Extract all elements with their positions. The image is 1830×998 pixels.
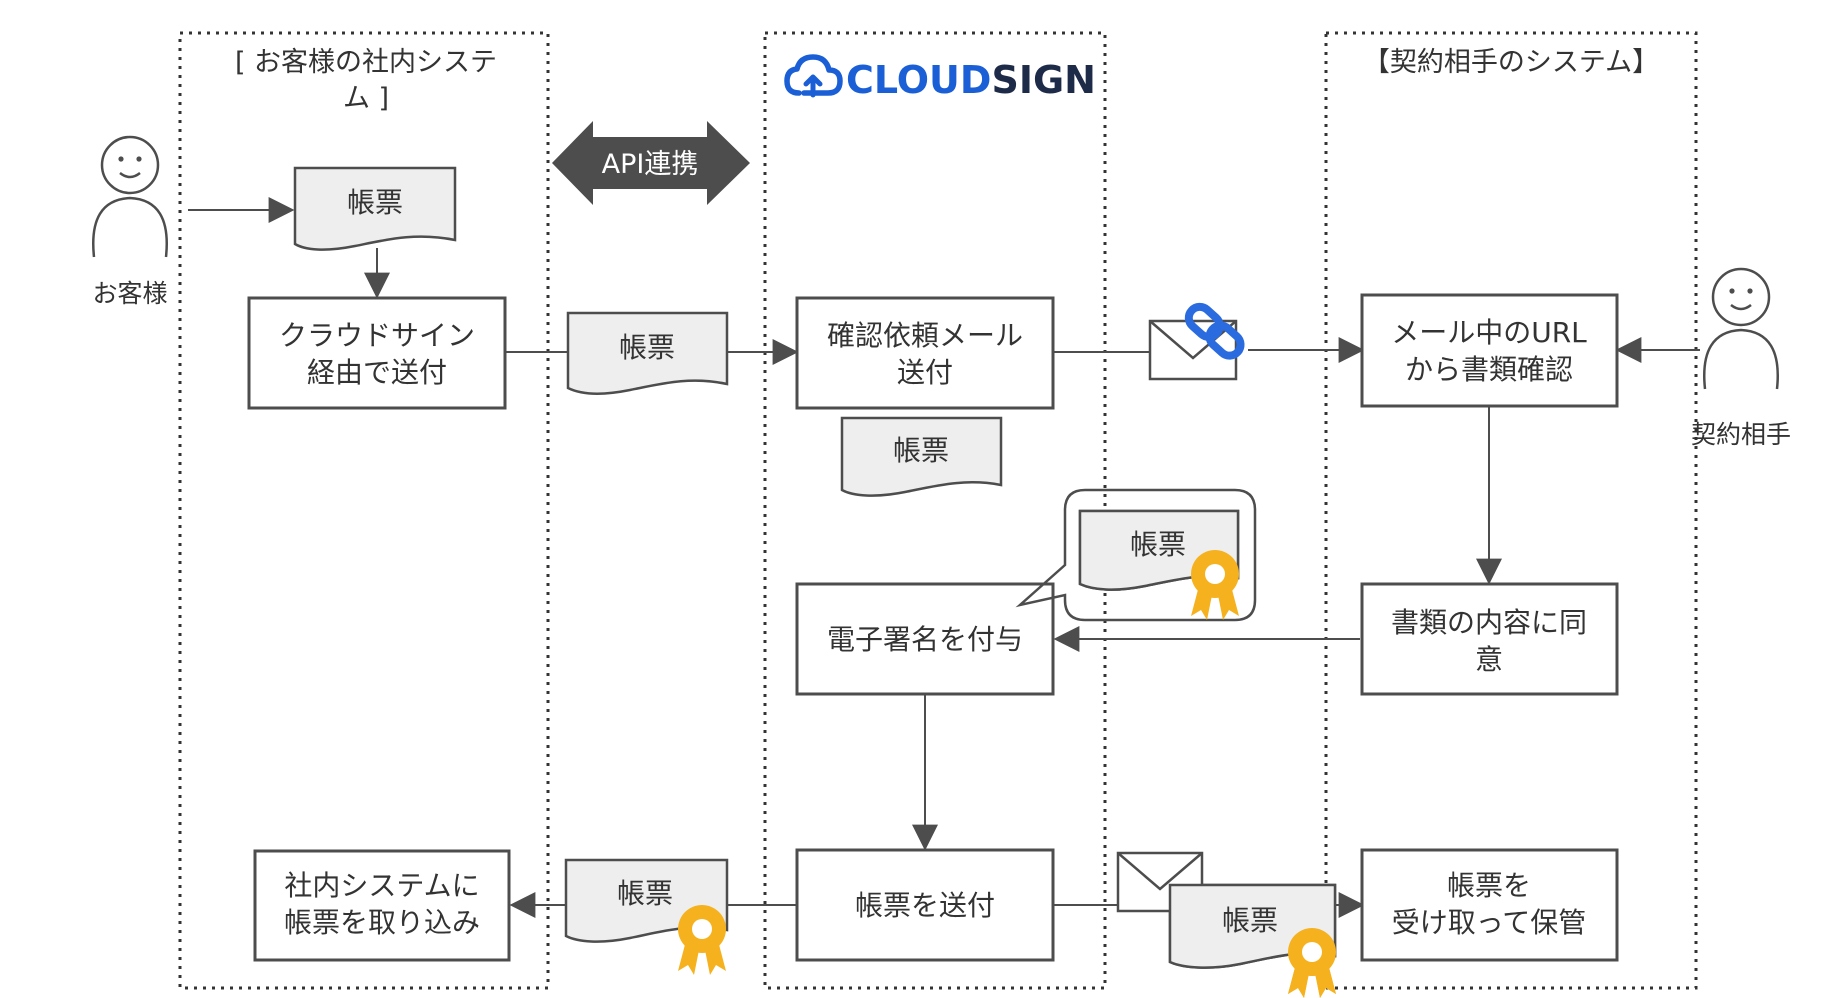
logo-text: CLOUDSIGN — [846, 58, 1096, 102]
box-agree-content — [1360, 582, 1619, 696]
link-chain-icon — [1184, 302, 1245, 360]
send-via-line2: 経由で送付 — [307, 356, 447, 389]
box-import-system — [253, 849, 511, 962]
doc-confirm-label: 帳票 — [893, 434, 949, 467]
send-doc-label: 帳票を送付 — [855, 889, 995, 922]
doc-signed-receive-label-front: 帳票 — [1222, 904, 1278, 937]
box-send-via-cloudsign — [247, 296, 507, 410]
cloud-icon — [784, 54, 843, 98]
receive-line2: 受け取って保管 — [1392, 906, 1587, 939]
doc-send — [566, 311, 729, 395]
doc-send-label: 帳票 — [619, 331, 675, 364]
import-line2: 帳票を取り込み — [284, 906, 480, 939]
lane-partner-system — [1324, 31, 1698, 990]
doc-customer — [293, 166, 457, 251]
lane-title-customer-line1: [ お客様の社内システ — [235, 47, 497, 78]
confirm-mail-line2: 送付 — [897, 356, 953, 389]
doc-signed-import-label: 帳票 — [617, 877, 673, 910]
cloudsign-logo: CLOUDSIGN — [784, 54, 1096, 102]
connectors — [188, 197, 1700, 918]
partner-label: 契約相手 — [1691, 420, 1791, 449]
logo-sign: SIGN — [991, 58, 1096, 102]
logo-cloud: CLOUD — [846, 58, 991, 102]
api-label: API連携 — [602, 149, 699, 180]
box-esign — [795, 582, 1055, 696]
signed-doc-bubble — [1015, 488, 1257, 622]
box-receive-store — [1360, 848, 1619, 962]
doc-confirm — [840, 416, 1003, 497]
mail-url-line2: から書類確認 — [1405, 353, 1573, 386]
api-link-arrow: API連携 — [552, 121, 750, 205]
send-via-line1: クラウドサイン — [279, 319, 475, 352]
receive-line1: 帳票を — [1447, 869, 1531, 902]
certificate-badge-icon — [678, 905, 726, 975]
mail-url-line1: メール中のURL — [1391, 316, 1587, 349]
customer-label: お客様 — [92, 279, 167, 308]
agree-line1: 書類の内容に同 — [1391, 606, 1587, 639]
confirm-mail-line1: 確認依頼メール — [827, 319, 1023, 352]
box-send-document — [795, 848, 1055, 962]
import-line1: 社内システムに — [284, 869, 479, 902]
doc-signed-cloudsign-label: 帳票 — [1130, 528, 1186, 561]
certificate-badge-icon — [1288, 928, 1336, 998]
lane-title-partner: 【契約相手のシステム】 — [1363, 47, 1659, 78]
esign-label: 電子署名を付与 — [827, 623, 1023, 656]
lane-cloudsign — [763, 31, 1107, 990]
customer-person-icon — [92, 135, 168, 259]
certificate-badge-icon — [1191, 550, 1239, 620]
doc-customer-label: 帳票 — [347, 186, 403, 219]
agree-line2: 意 — [1475, 643, 1503, 676]
partner-person-icon — [1703, 267, 1779, 391]
box-mail-url-check — [1360, 293, 1619, 408]
lane-title-customer-line2: ム ] — [343, 83, 389, 114]
box-confirm-mail — [795, 296, 1055, 410]
